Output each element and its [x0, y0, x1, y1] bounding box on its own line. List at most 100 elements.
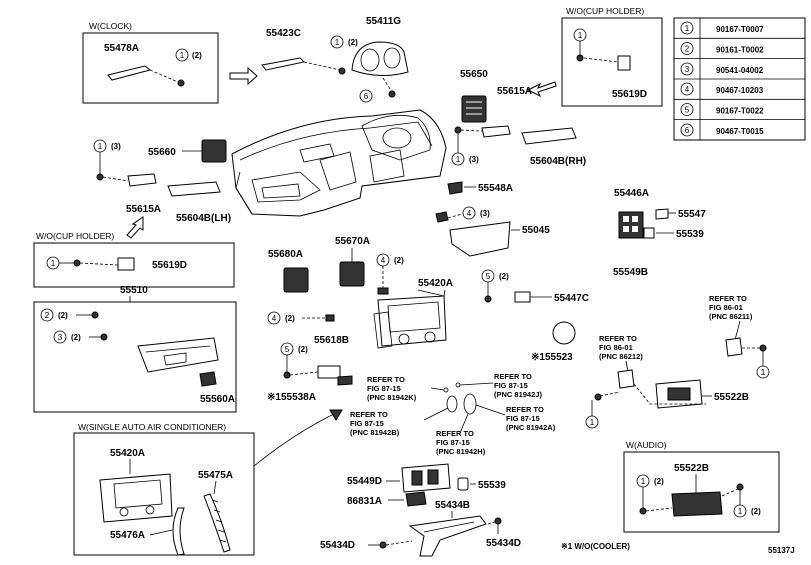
part-label: 55619D	[612, 89, 647, 100]
part-label: 55650	[460, 69, 488, 80]
part-label: 55045	[522, 225, 550, 236]
part-label: 55548A	[478, 183, 513, 194]
part-label: 55604B(LH)	[176, 213, 231, 224]
instrument-panel	[231, 109, 447, 217]
part-label: 55618B	[314, 335, 349, 346]
part-label: 55522B	[674, 463, 709, 474]
svg-text:(2): (2)	[192, 51, 202, 60]
legend-part-number: 90161-T0002	[716, 46, 764, 55]
part-label: 55434D	[320, 540, 355, 551]
svg-text:FIG 87-15: FIG 87-15	[350, 419, 384, 428]
svg-text:1: 1	[685, 24, 690, 33]
svg-text:1: 1	[98, 142, 103, 151]
legend-row: 3 90541-04002	[680, 62, 764, 76]
part-label: 55423C	[266, 28, 301, 39]
svg-text:FIG 87-15: FIG 87-15	[436, 438, 470, 447]
svg-text:4: 4	[685, 85, 690, 94]
part-label: 55411G	[366, 16, 401, 27]
svg-text:(PNC 86212): (PNC 86212)	[599, 352, 643, 361]
part-label: 55447C	[554, 293, 589, 304]
part-label: 55446A	[614, 188, 649, 199]
part-label: 55539	[478, 480, 506, 491]
svg-text:(2): (2)	[394, 256, 404, 265]
center-cluster-panel	[373, 295, 447, 349]
svg-text:REFER TO: REFER TO	[506, 405, 544, 414]
svg-text:(2): (2)	[654, 477, 664, 486]
part-label: 55539	[676, 229, 704, 240]
svg-text:(PNC 81942H): (PNC 81942H)	[436, 447, 486, 456]
part-label: 55522B	[714, 392, 749, 403]
svg-text:1: 1	[335, 38, 340, 47]
svg-text:4: 4	[467, 209, 472, 218]
arrow-icon	[126, 216, 144, 239]
clock-variant-box: W(CLOCK) 55478A 1 (2)	[82, 21, 219, 104]
arrow-icon	[229, 66, 258, 86]
audio-bezel: 1 55522B	[585, 379, 749, 429]
arrow-icon	[253, 411, 339, 467]
svg-text:W/O(CUP HOLDER): W/O(CUP HOLDER)	[36, 231, 114, 241]
svg-text:W(SINGLE AUTO AIR CONDITIONER): W(SINGLE AUTO AIR CONDITIONER)	[78, 422, 226, 432]
part-label: 55604B(RH)	[530, 156, 586, 167]
air-vent	[201, 139, 227, 163]
svg-text:1: 1	[641, 477, 646, 486]
lower-panel	[449, 221, 511, 257]
part-label: 55670A	[335, 236, 370, 247]
lower-trim	[408, 515, 487, 557]
legend-part-number: 90167-T0007	[716, 25, 764, 34]
svg-text:1: 1	[578, 31, 583, 40]
single-ac-variant-box: W(SINGLE AUTO AIR CONDITIONER) 55420A 55…	[73, 422, 255, 556]
part-label: 55549B	[613, 267, 648, 278]
svg-text:1: 1	[51, 259, 56, 268]
svg-text:(2): (2)	[58, 311, 68, 320]
svg-text:(2): (2)	[298, 345, 308, 354]
legend-row: 4 90467-10203	[680, 82, 764, 96]
part-number-legend: 1 90167-T0007 2 90161-T0002 3 90541-0400…	[673, 17, 806, 141]
svg-text:4: 4	[272, 314, 277, 323]
part-label: 55547	[678, 209, 706, 220]
svg-text:REFER TO: REFER TO	[599, 334, 637, 343]
svg-text:(2): (2)	[348, 38, 358, 47]
svg-text:(PNC 81942B): (PNC 81942B)	[350, 428, 400, 437]
legend-row: 2 90161-T0002	[680, 42, 764, 55]
switch-bezel	[401, 463, 451, 493]
part-label: 55615A	[126, 204, 161, 215]
svg-text:5: 5	[285, 345, 290, 354]
part-label: 55680A	[268, 249, 303, 260]
svg-text:6: 6	[685, 126, 690, 135]
svg-text:REFER TO: REFER TO	[494, 372, 532, 381]
svg-text:REFER TO: REFER TO	[367, 375, 405, 384]
svg-text:W(CLOCK): W(CLOCK)	[89, 21, 132, 31]
svg-text:(3): (3)	[111, 142, 121, 151]
svg-text:(PNC 86211): (PNC 86211)	[709, 312, 753, 321]
part-label: 55560A	[200, 394, 235, 405]
svg-text:(2): (2)	[285, 314, 295, 323]
legend-part-number: 90467-10203	[716, 86, 764, 95]
legend-row: 5 90167-T0022	[680, 103, 764, 116]
switch-panel	[618, 211, 644, 239]
part-label: 86831A	[347, 496, 382, 507]
part-label: ※155538A	[267, 392, 316, 403]
svg-text:FIG 86-01: FIG 86-01	[599, 343, 633, 352]
audio-variant-box: W(AUDIO) 55522B 1 (2) 1 (2)	[623, 440, 780, 533]
svg-text:(PNC 81942J): (PNC 81942J)	[494, 390, 542, 399]
svg-text:2: 2	[685, 45, 690, 54]
part-label: ※155523	[531, 352, 573, 363]
part-label: 55478A	[104, 43, 139, 54]
air-vent	[339, 261, 365, 287]
glove-box	[137, 337, 219, 373]
legend-part-number: 90167-T0022	[716, 107, 764, 116]
svg-text:W/O(CUP HOLDER): W/O(CUP HOLDER)	[566, 6, 644, 16]
arrow-icon	[526, 81, 557, 98]
cup-holder-top-box: W/O(CUP HOLDER) 1 55619D	[561, 6, 663, 107]
svg-text:FIG 87-15: FIG 87-15	[367, 384, 401, 393]
svg-text:2: 2	[45, 311, 50, 320]
svg-text:1: 1	[738, 507, 743, 516]
part-label: 55619D	[152, 260, 187, 271]
cooler-part	[552, 321, 576, 345]
legend-row: 6 90467-T0015	[680, 123, 764, 137]
svg-text:1: 1	[590, 418, 595, 427]
svg-text:5: 5	[685, 106, 690, 115]
figure-code: 55137J	[768, 546, 795, 555]
part-label: 55475A	[198, 470, 233, 481]
legend-part-number: 90541-04002	[716, 66, 764, 75]
